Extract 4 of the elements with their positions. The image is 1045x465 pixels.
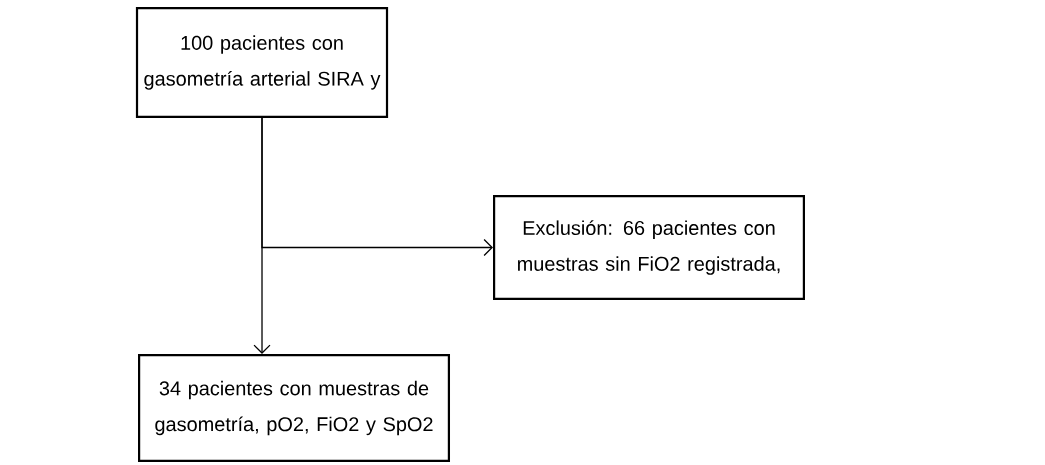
- process-box: 100 pacientes con gasometría arterial SIRA y: [135, 7, 389, 118]
- process-box: 34 pacientes con muestras de gasometría, pO2, FiO2 y SpO2: [138, 354, 450, 462]
- process-box: Exclusión: 66 pacientes con muestras sin FiO2 registrada,: [493, 195, 805, 300]
- arrow: [253, 117, 271, 354]
